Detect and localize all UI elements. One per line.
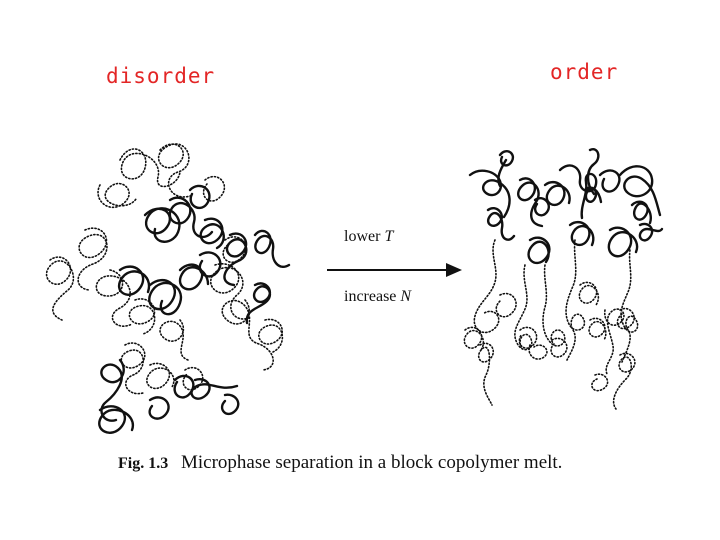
order-label: order <box>550 60 619 84</box>
disorder-label: disorder <box>106 64 216 88</box>
figure-caption: Fig. 1.3 Microphase separation in a bloc… <box>118 452 562 474</box>
arrow-label-bottom: increase N <box>344 288 412 305</box>
ordered-chains <box>463 148 664 410</box>
caption-text: Microphase separation in a block copolym… <box>180 452 563 473</box>
transition-arrow <box>327 263 462 277</box>
figure-number: Fig. 1.3 <box>118 455 169 472</box>
disordered-chains <box>45 143 291 434</box>
arrow-label-top: lower T <box>344 228 394 245</box>
